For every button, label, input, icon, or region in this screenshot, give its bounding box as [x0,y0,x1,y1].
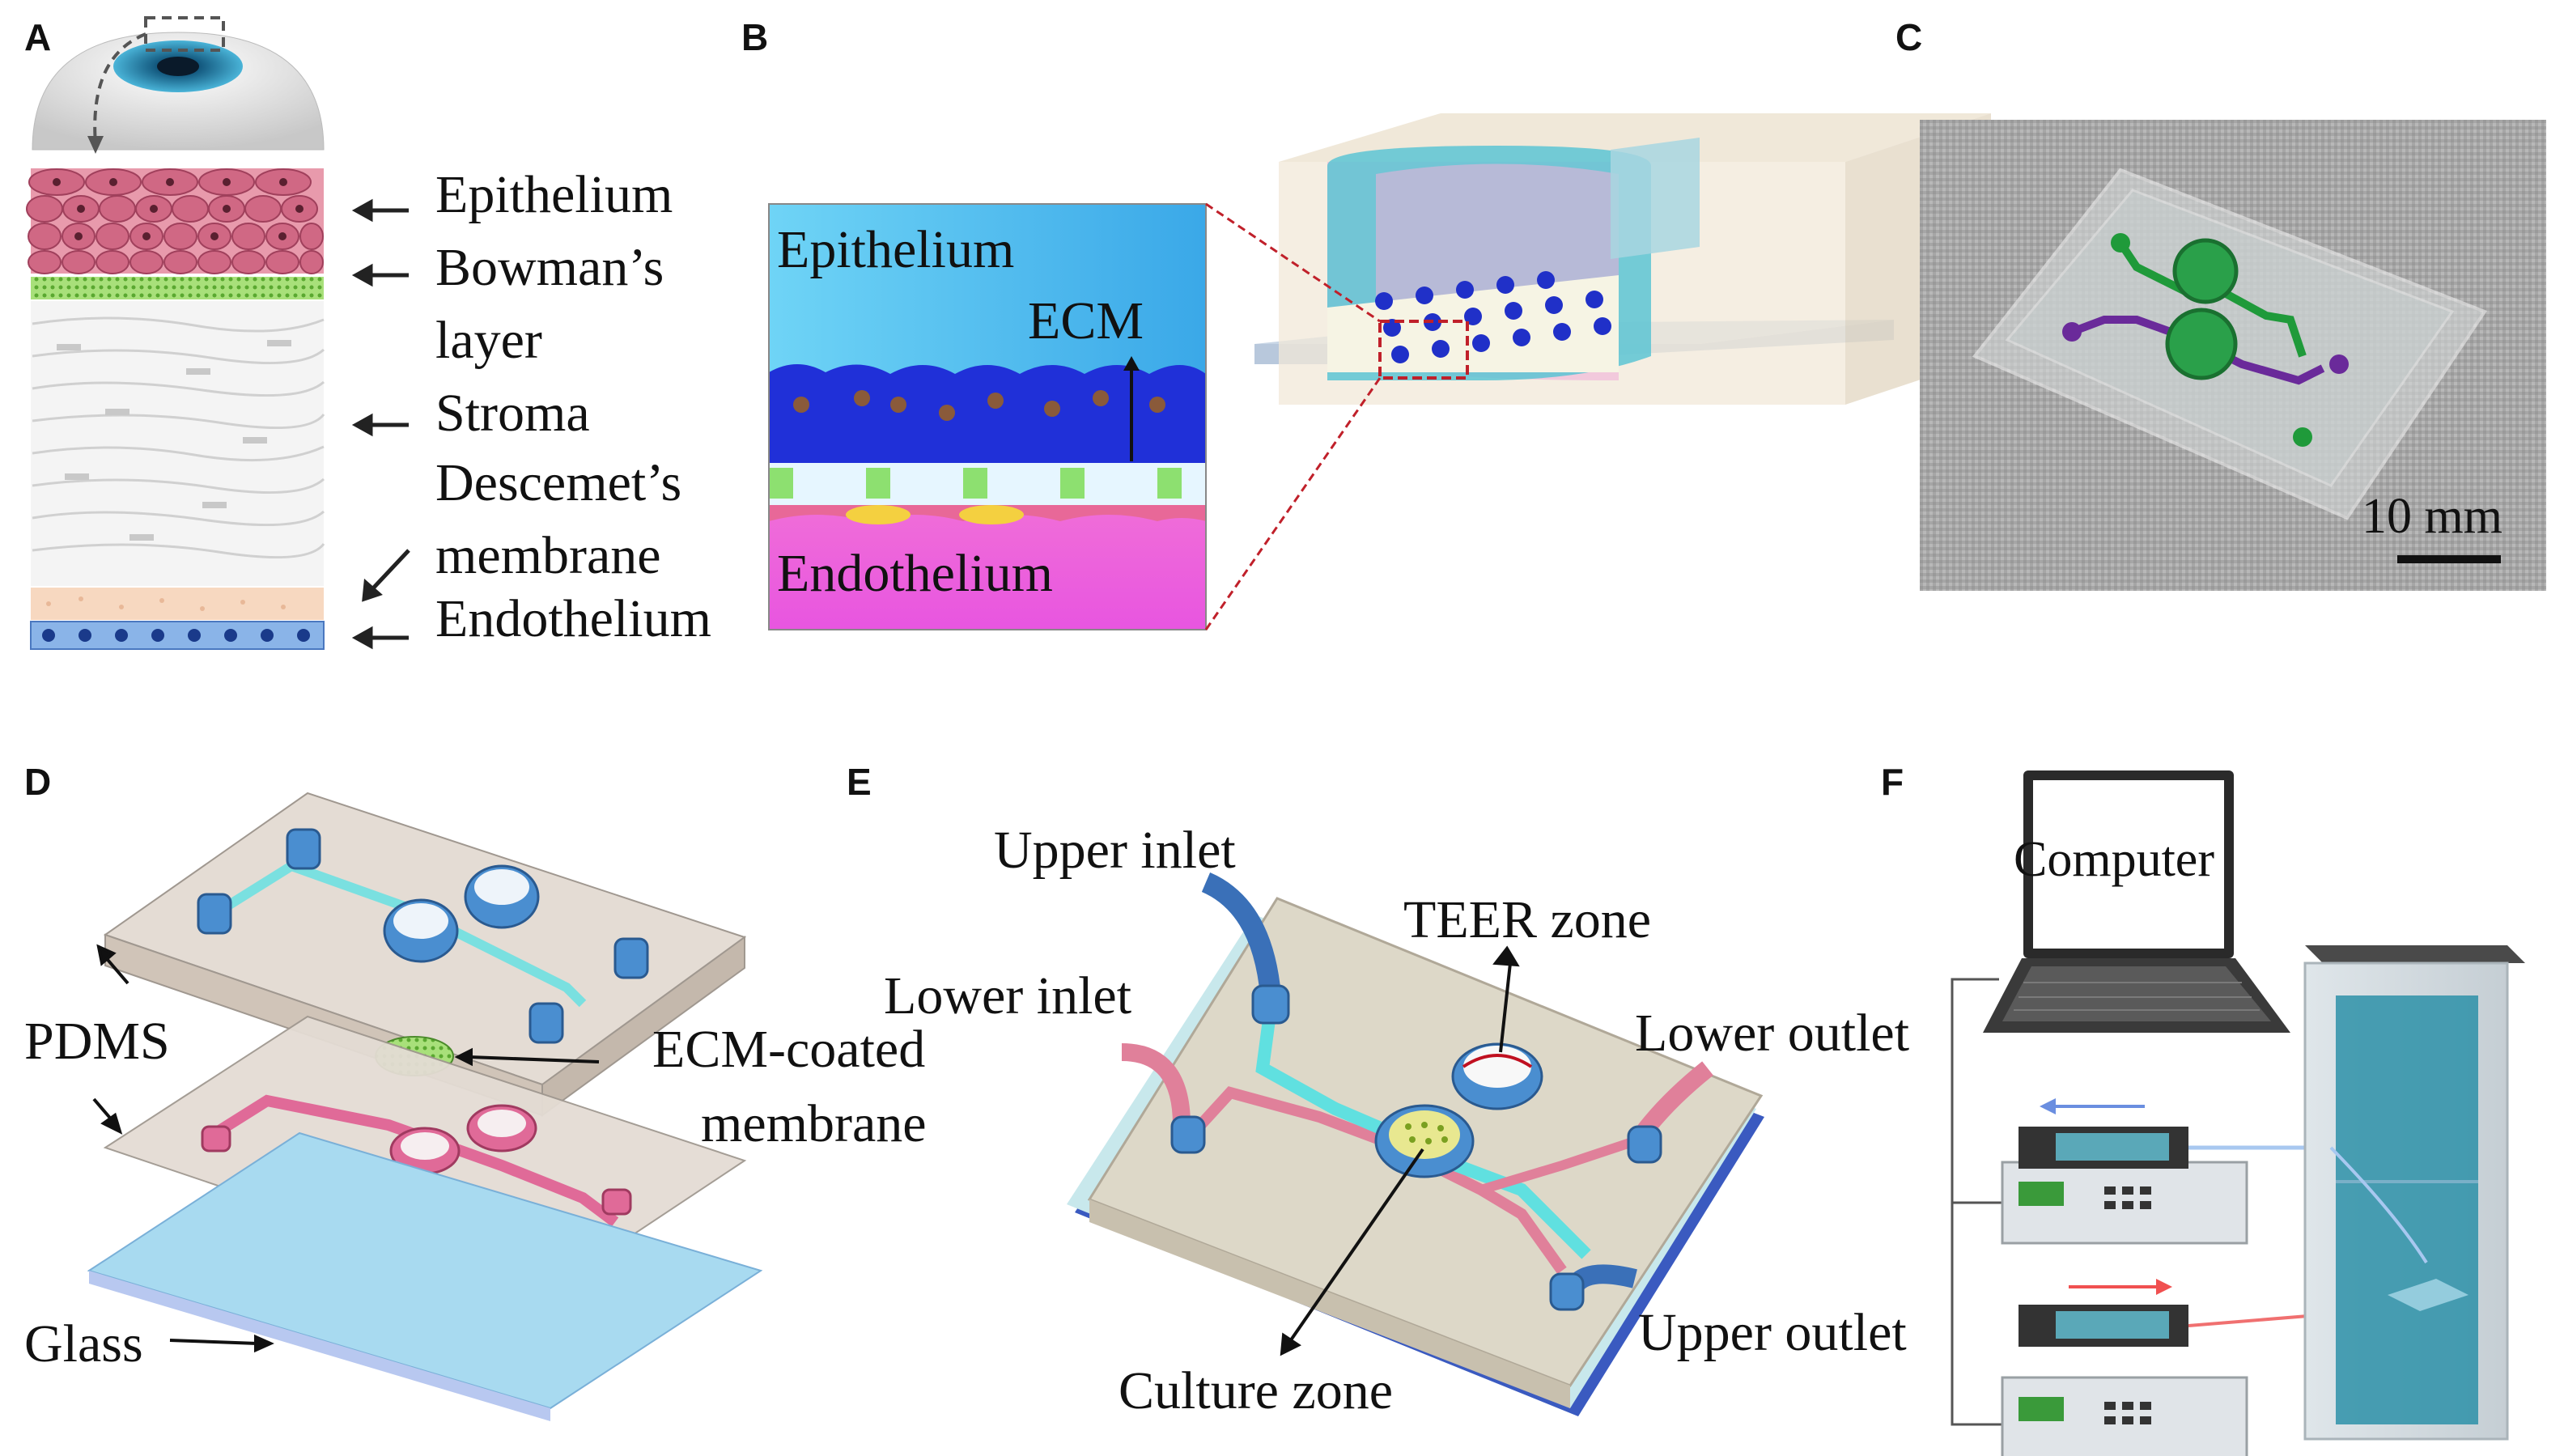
label-teer-zone: TEER zone [1403,890,1651,949]
label-computer: Computer [2014,832,2214,887]
scale-bar [2397,555,2501,563]
endothelium-layer [30,621,325,650]
well-device-3d [1254,113,1991,405]
scale-bar-label: 10 mm [2362,489,2502,544]
label-culture-zone: Culture zone [1119,1361,1393,1420]
label-glass: Glass [24,1314,143,1373]
inset-label-endothelium: Endothelium [777,544,1053,603]
label-lower-inlet: Lower inlet [884,966,1131,1025]
panel-letter-c: C [1895,16,1922,58]
label-bowmans-line1: Bowman’s [435,238,664,297]
label-pdms: PDMS [24,1012,170,1071]
panel-b: B Epithelium ECM Endothelium [741,16,1991,630]
panel-c: C 10 mm [1895,16,2546,591]
chip-photo [1972,168,2488,520]
inset-label-ecm: ECM [1028,291,1144,350]
pdms-arrows [92,944,600,1353]
layer-pointer-arrows [351,198,410,650]
label-ecm-line2: membrane [701,1094,927,1153]
syringe-pump-upper [2001,1127,2331,1245]
label-upper-outlet: Upper outlet [1638,1303,1907,1362]
label-lower-outlet: Lower outlet [1635,1004,1909,1063]
panel-letter-a: A [24,16,51,58]
panel-d: D [24,761,927,1421]
panel-letter-d: D [24,761,51,803]
label-ecm-line1: ECM-coated [652,1020,925,1079]
chip-assembled-3d [1067,872,1764,1416]
panel-letter-e: E [847,761,872,803]
label-bowmans-line2: layer [435,311,542,370]
label-epithelium: Epithelium [435,165,673,224]
descemets-membrane-layer [31,588,324,620]
connection-lines [1951,978,2002,1426]
panel-f: F Computer [1881,761,2525,1456]
panel-a: A [24,16,711,650]
cornea-cross-section [26,168,325,650]
label-stroma: Stroma [435,384,590,443]
panel-letter-f: F [1881,761,1904,803]
zone-arrows [1280,945,1520,1356]
zoom-lines [1204,202,1382,630]
computer-icon [1983,770,2290,1033]
inset-label-epithelium: Epithelium [777,220,1014,279]
label-descemets-line2: membrane [435,526,661,585]
label-endothelium: Endothelium [435,589,711,648]
label-descemets-line1: Descemet’s [435,453,681,512]
incubator-icon [2303,945,2525,1441]
label-upper-inlet: Upper inlet [994,821,1236,880]
bowmans-layer [31,277,324,299]
panel-letter-b: B [741,16,768,58]
syringe-pump-lower [2001,1305,2388,1456]
panel-e: E [847,761,1909,1420]
